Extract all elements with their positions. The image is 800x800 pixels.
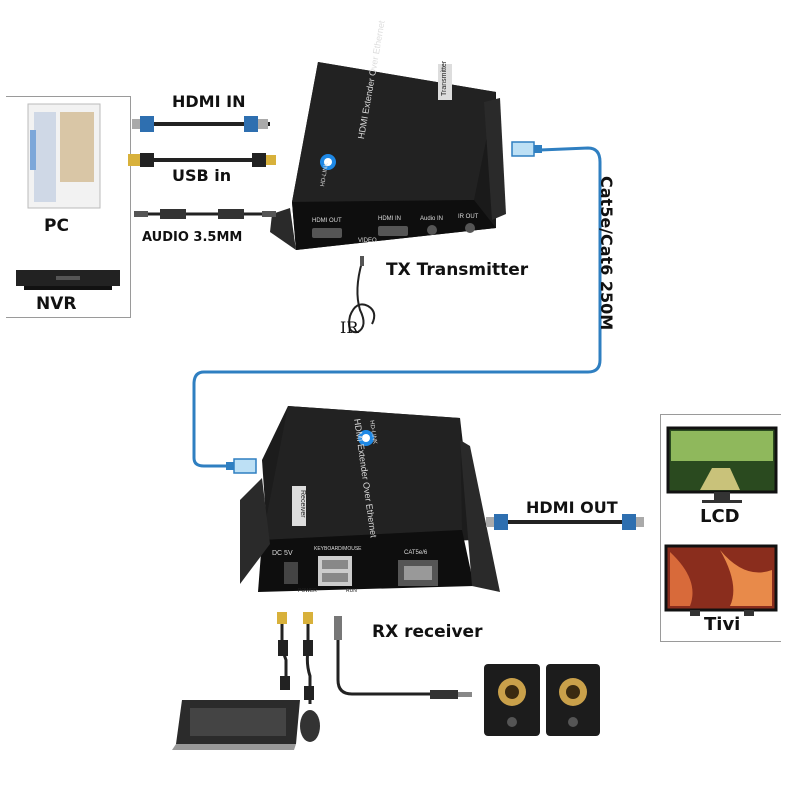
tivi-label: Tivi	[704, 614, 741, 635]
usb-in-label: USB in	[172, 166, 232, 185]
hdmi-in-cable	[132, 116, 270, 132]
hdmi-out-cable	[486, 514, 644, 530]
rx-sub-power: POWER	[298, 588, 317, 594]
usb-peripheral-cables	[277, 612, 314, 704]
mouse	[300, 710, 320, 742]
rj45-plug-top	[511, 141, 542, 157]
rj45-plug-bottom	[226, 458, 257, 474]
rx-side-text: Receiver	[299, 490, 306, 518]
receiver-box	[240, 406, 500, 592]
lcd-monitor	[666, 426, 778, 503]
tx-port-audio-in: Audio IN	[420, 216, 444, 222]
rx-port-km: KEYBOARD/MOUSE	[314, 546, 362, 552]
cat-cable-label: Cat5e/Cat6 250M	[597, 176, 616, 331]
tx-port-hdmi-in: HDMI IN	[378, 216, 401, 222]
speaker-left	[484, 664, 540, 736]
rx-sub-run: RUN	[346, 588, 357, 594]
usb-cable	[128, 153, 276, 167]
hdmi-in-label: HDMI IN	[172, 92, 246, 111]
speaker-audio-cable	[334, 616, 472, 699]
rx-port-dc: DC 5V	[272, 550, 293, 557]
rx-caption: RX receiver	[372, 622, 483, 642]
tx-port-hdmi-out: HDMI OUT	[312, 218, 342, 224]
audio-cable	[134, 209, 276, 219]
lcd-label: LCD	[700, 506, 740, 527]
tx-side-text: Transmitter	[441, 60, 448, 96]
tivi-screen	[664, 544, 778, 616]
pc-label: PC	[44, 216, 69, 236]
pc-tower	[27, 103, 101, 209]
ir-cable	[348, 261, 376, 334]
rx-port-cat: CAT5e/6	[404, 550, 428, 556]
nvr-box	[16, 270, 120, 290]
tx-caption: TX Transmitter	[386, 260, 529, 280]
keyboard	[172, 700, 300, 750]
cat-cable	[192, 146, 602, 468]
speaker-right	[546, 664, 600, 736]
tx-port-ir-out: IR OUT	[458, 214, 479, 220]
nvr-label: NVR	[36, 294, 77, 314]
transmitter-box	[270, 62, 506, 250]
tx-port-video: VIDEO	[358, 238, 377, 244]
audio-label: AUDIO 3.5MM	[142, 230, 243, 245]
hdmi-out-label: HDMI OUT	[526, 498, 618, 517]
ir-label: IR	[340, 318, 359, 337]
